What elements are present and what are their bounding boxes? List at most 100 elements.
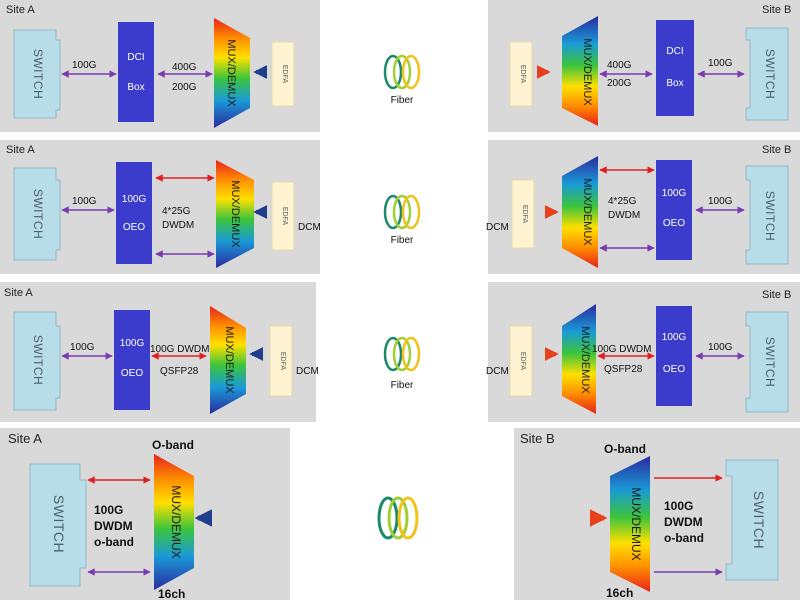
switch-left-label: SWITCH [31, 49, 45, 99]
switch-left[interactable] [13, 311, 61, 411]
box-right[interactable] [656, 20, 694, 116]
edfa-right[interactable] [509, 41, 533, 107]
row-2: Site A Site B SWITCH 100G 100G OEO 4*25G… [0, 140, 800, 274]
edfa-left[interactable] [269, 325, 293, 397]
left-link-label: 100G [70, 342, 95, 353]
mux-left[interactable] [214, 18, 250, 128]
row-3: Site A Site B SWITCH 100G 100G OEO 100G … [0, 282, 800, 422]
box-left[interactable] [114, 310, 150, 410]
switch-left-label: SWITCH [31, 189, 45, 239]
switch-right[interactable] [745, 311, 789, 413]
switch-right-label: SWITCH [763, 337, 777, 387]
rate-left-2: DWDM [162, 220, 194, 231]
switch-left-label: SWITCH [31, 335, 45, 385]
site-b-label: Site B [520, 431, 555, 446]
desc-left-2: DWDM [94, 519, 133, 533]
box-left-line2: OEO [123, 222, 145, 233]
left-link-label: 100G [72, 196, 97, 207]
edfa-left-label: EDFA [279, 352, 286, 371]
mux-right[interactable] [562, 16, 598, 126]
box-left-line2: OEO [121, 368, 143, 379]
switch-right[interactable] [725, 459, 779, 581]
box-left[interactable] [118, 22, 154, 122]
box-right-line1: DCI [666, 46, 683, 57]
mux-right[interactable] [562, 156, 598, 268]
box-left-line1: DCI [127, 52, 144, 63]
mux-right-label: MUX/DEMUX [581, 178, 593, 246]
box-right[interactable] [656, 160, 692, 260]
mux-right[interactable] [562, 304, 596, 414]
rate-left-2: QSFP28 [160, 366, 199, 377]
edfa-left[interactable] [271, 181, 295, 251]
fiber-coil [383, 194, 421, 230]
box-left-line1: 100G [120, 338, 145, 349]
right-link-label: 100G [708, 342, 733, 353]
mux-right-label: MUX/DEMUX [581, 38, 593, 106]
mux-left[interactable] [216, 160, 254, 268]
switch-left[interactable] [29, 463, 87, 587]
rate-right-1: 400G [607, 60, 632, 71]
dcm-left-label: DCM [298, 222, 321, 233]
box-left-line2: Box [127, 82, 144, 93]
site-b-label: Site B [762, 4, 791, 16]
switch-right[interactable] [745, 27, 789, 121]
band-left-label: O-band [152, 438, 194, 452]
mux-left[interactable] [210, 306, 246, 414]
left-link-label: 100G [72, 60, 97, 71]
desc-left-1: 100G [94, 503, 123, 517]
ch-left-label: 16ch [158, 587, 185, 600]
mux-left[interactable] [154, 454, 194, 590]
mux-right-label: MUX/DEMUX [629, 487, 643, 560]
edfa-right-label: EDFA [521, 205, 528, 224]
fiber-label: Fiber [391, 235, 414, 246]
fiber-coil [383, 336, 421, 372]
edfa-left-label: EDFA [281, 207, 288, 226]
box-left[interactable] [116, 162, 152, 264]
switch-right[interactable] [745, 165, 789, 265]
rate-right-2: QSFP28 [604, 364, 643, 375]
box-right-line2: Box [666, 78, 683, 89]
switch-right-label: SWITCH [763, 49, 777, 99]
rate-right-2: 200G [607, 78, 632, 89]
box-right-line2: OEO [663, 364, 685, 375]
desc-right-2: DWDM [664, 515, 703, 529]
switch-right-label: SWITCH [763, 191, 777, 241]
mux-right[interactable] [610, 456, 650, 592]
mux-left-label: MUX/DEMUX [169, 485, 183, 558]
switch-left[interactable] [13, 29, 61, 119]
dcm-right-label: DCM [486, 366, 509, 377]
rate-left-1: 400G [172, 62, 197, 73]
desc-right-1: 100G [664, 499, 693, 513]
switch-left[interactable] [13, 167, 61, 261]
desc-left-3: o-band [94, 535, 134, 549]
edfa-right-label: EDFA [519, 65, 526, 84]
site-a-label: Site A [6, 4, 35, 16]
site-b-label: Site B [762, 289, 791, 301]
box-right[interactable] [656, 306, 692, 406]
switch-right-label: SWITCH [751, 491, 767, 549]
dcm-right-label: DCM [486, 222, 509, 233]
site-a-label: Site A [8, 431, 42, 446]
fiber-label: Fiber [391, 380, 414, 391]
box-left-line1: 100G [122, 194, 147, 205]
edfa-right[interactable] [509, 325, 533, 397]
edfa-right[interactable] [511, 179, 535, 249]
box-right-line1: 100G [662, 332, 687, 343]
rate-left-2: 200G [172, 82, 197, 93]
box-right-line2: OEO [663, 218, 685, 229]
fiber-coil [383, 54, 421, 90]
box-right-line1: 100G [662, 188, 687, 199]
mux-left-label: MUX/DEMUX [223, 326, 235, 394]
fiber-coil [377, 496, 419, 540]
row-4: Site A Site B O-band O-band SWITCH 100G … [0, 428, 800, 600]
rate-right-2: DWDM [608, 210, 640, 221]
edfa-left-label: EDFA [281, 65, 288, 84]
right-link-label: 100G [708, 196, 733, 207]
site-a-label: Site A [6, 144, 35, 156]
row-1: Site A Site B SWITCH 100G DCI Box 400G 2… [0, 0, 800, 132]
rate-right-1: 4*25G [608, 196, 637, 207]
mux-left-label: MUX/DEMUX [225, 39, 237, 107]
desc-right-3: o-band [664, 531, 704, 545]
rate-left-1: 100G DWDM [150, 344, 209, 355]
